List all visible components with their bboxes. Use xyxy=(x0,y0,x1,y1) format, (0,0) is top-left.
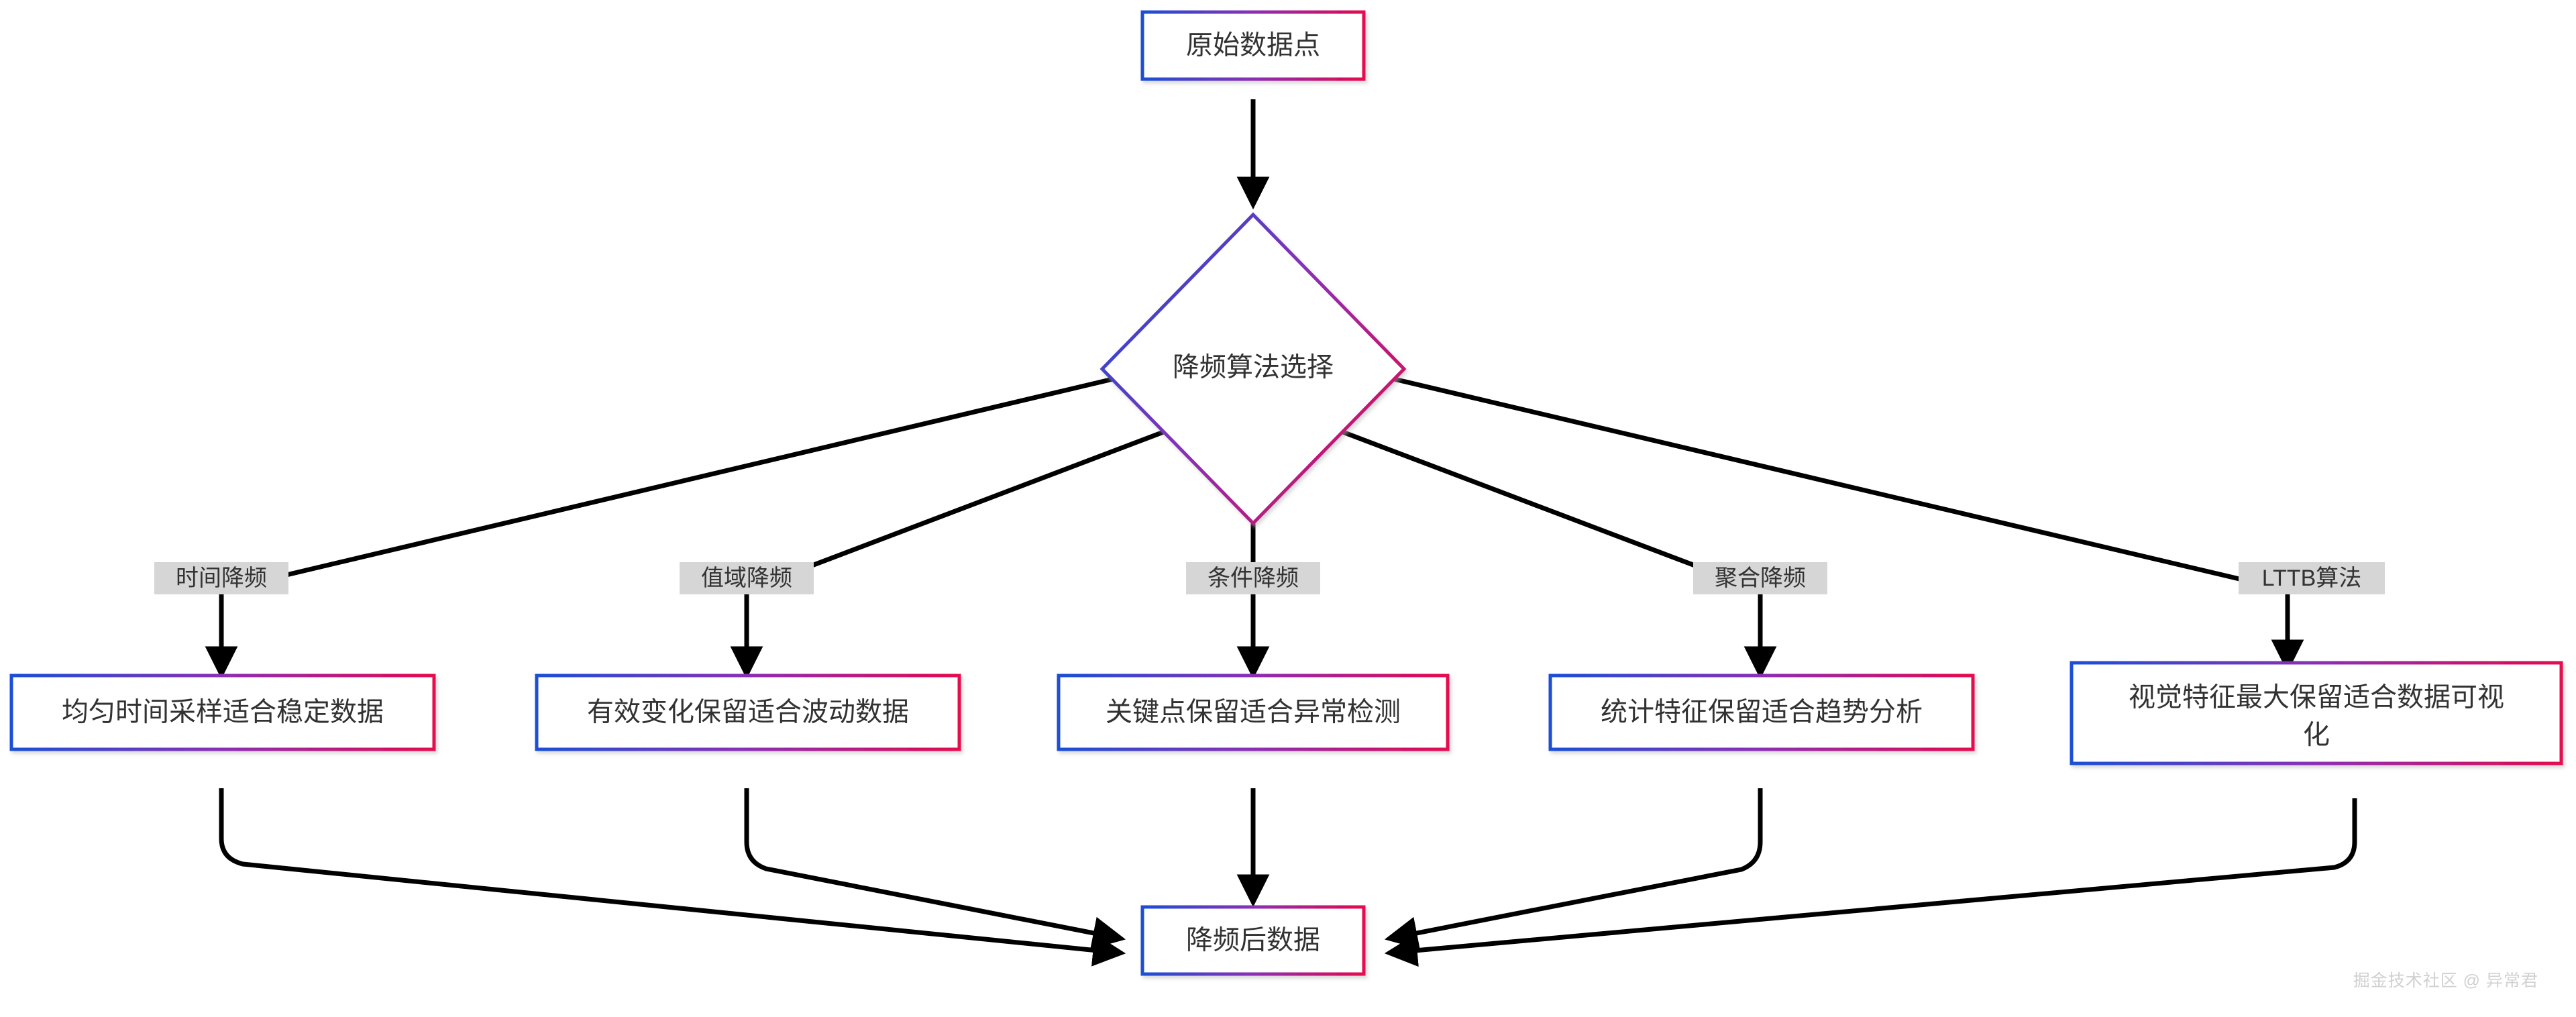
edge-label-value-bg xyxy=(680,562,814,594)
edge-label-time-text: 时间降频 xyxy=(176,566,267,591)
edge-decision-to-time xyxy=(221,370,1139,593)
node-result[interactable]: 降频后数据 xyxy=(1140,905,1366,976)
node-source-label: 原始数据点 xyxy=(1186,31,1320,60)
node-lttb-box[interactable] xyxy=(2070,661,2563,765)
edge-value-to-result xyxy=(744,788,1126,949)
edge-label-condition: 条件降频 xyxy=(1186,562,1320,594)
node-result-label: 降频后数据 xyxy=(1186,926,1320,955)
node-aggregate-label: 统计特征保留适合趋势分析 xyxy=(1601,698,1923,727)
node-time[interactable]: 均匀时间采样适合稳定数据 xyxy=(9,674,436,751)
edge-label-lttb-bg xyxy=(2239,562,2385,594)
node-time-box[interactable] xyxy=(9,674,436,751)
edge-label-value: 值域降频 xyxy=(680,562,814,594)
node-lttb-label-line1: 视觉特征最大保留适合数据可视 xyxy=(2129,683,2504,712)
node-value-label: 有效变化保留适合波动数据 xyxy=(587,698,909,727)
node-condition-label: 关键点保留适合异常检测 xyxy=(1106,698,1401,727)
edge-label-aggregate-text: 聚合降频 xyxy=(1715,566,1806,591)
edge-aggregate-to-result xyxy=(1384,788,1763,949)
node-decision-shape[interactable] xyxy=(1099,212,1407,526)
node-aggregate[interactable]: 统计特征保留适合趋势分析 xyxy=(1548,674,1975,751)
node-decision[interactable]: 降频算法选择 xyxy=(1099,212,1407,526)
edge-label-value-text: 值域降频 xyxy=(701,566,792,591)
node-decision-label: 降频算法选择 xyxy=(1173,353,1334,382)
node-lttb-label-line2: 化 xyxy=(2303,720,2330,750)
edge-label-lttb: LTTB算法 xyxy=(2239,562,2385,594)
node-aggregate-box[interactable] xyxy=(1548,674,1975,751)
edge-decision-to-lttb xyxy=(1368,370,2288,593)
edge-label-condition-bg xyxy=(1186,562,1320,594)
node-value[interactable]: 有效变化保留适合波动数据 xyxy=(535,674,961,751)
edge-label-aggregate: 聚合降频 xyxy=(1693,562,1827,594)
watermark: 掘金技术社区 @ 异常君 xyxy=(2353,971,2538,990)
node-source[interactable]: 原始数据点 xyxy=(1140,10,1366,81)
edge-decision-to-aggregate xyxy=(1320,421,1762,593)
edge-label-lttb-text: LTTB算法 xyxy=(2262,566,2362,591)
node-time-label: 均匀时间采样适合稳定数据 xyxy=(62,698,384,727)
node-condition[interactable]: 关键点保留适合异常检测 xyxy=(1057,674,1450,751)
node-source-box[interactable] xyxy=(1140,10,1366,81)
node-condition-box[interactable] xyxy=(1057,674,1450,751)
node-value-box[interactable] xyxy=(535,674,961,751)
node-result-box[interactable] xyxy=(1140,905,1366,976)
edge-time-to-result xyxy=(219,788,1126,967)
node-lttb[interactable]: 视觉特征最大保留适合数据可视 化 xyxy=(2070,661,2563,765)
edge-label-condition-text: 条件降频 xyxy=(1208,566,1299,591)
edge-label-time: 时间降频 xyxy=(154,562,288,594)
edge-decision-to-value xyxy=(745,421,1186,593)
edge-label-aggregate-bg xyxy=(1693,562,1827,594)
edge-label-time-bg xyxy=(154,562,288,594)
edge-lttb-to-result xyxy=(1384,798,2357,967)
